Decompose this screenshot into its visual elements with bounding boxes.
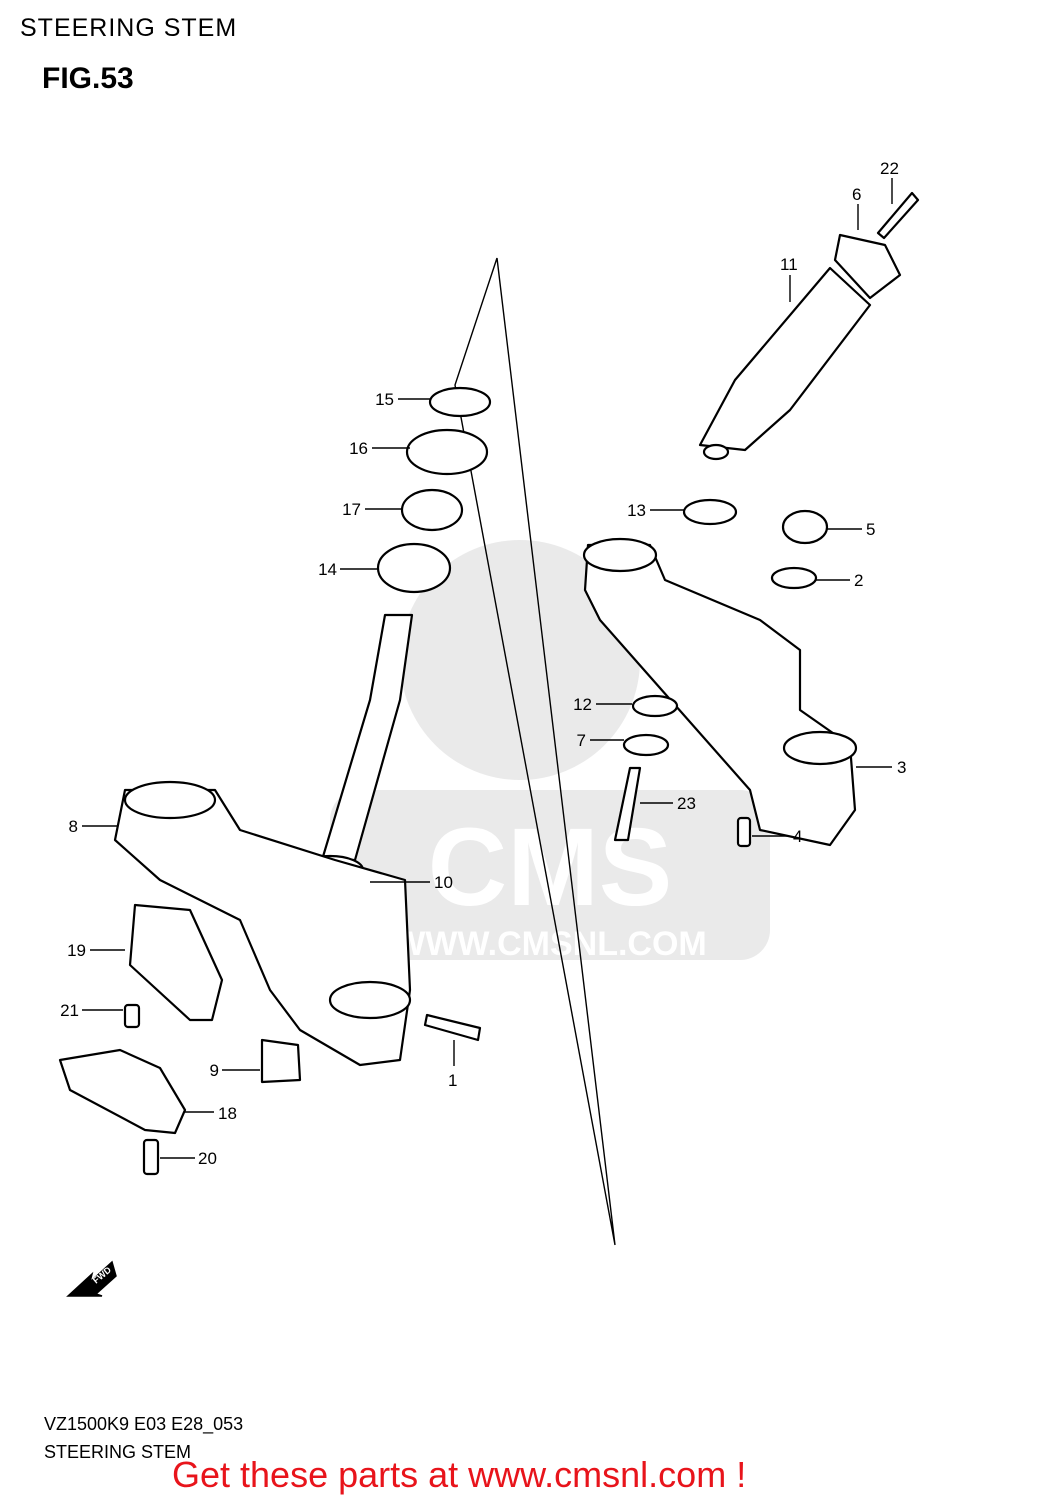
part-12-washer[interactable] (631, 694, 679, 718)
callout-18: 18 (218, 1104, 237, 1123)
arrow-down-left-icon (66, 1260, 117, 1297)
part-18-lock[interactable] (58, 1048, 187, 1135)
callout-8: 8 (69, 817, 78, 836)
part-1-bolt[interactable] (423, 1013, 482, 1042)
part-15-locknut[interactable] (428, 386, 492, 418)
callout-22: 22 (880, 159, 899, 178)
part-4-bolt[interactable] (736, 816, 752, 848)
part-16-dust-seal[interactable] (405, 428, 489, 476)
fwd-direction-badge: FWD (66, 1260, 117, 1297)
watermark-plate (330, 790, 770, 960)
page-title: STEERING STEM (20, 14, 238, 42)
watermark-url: WWW.CMSNL.COM (393, 925, 707, 963)
callout-23: 23 (677, 794, 696, 813)
callout-12: 12 (573, 695, 592, 714)
callout-14: 14 (318, 560, 337, 579)
part-14-bearing-race[interactable] (376, 542, 452, 594)
callout-11: 11 (780, 255, 798, 274)
part-11-cover[interactable] (698, 266, 872, 452)
upper-bracket-fork-hole-left (582, 537, 658, 573)
part-23-bolt[interactable] (613, 766, 642, 842)
callout-7: 7 (577, 731, 586, 750)
part-21-bolt[interactable] (123, 1003, 141, 1029)
part-6-cap[interactable] (833, 233, 902, 300)
callout-21: 21 (60, 1001, 79, 1020)
part-19-holder[interactable] (128, 903, 224, 1022)
part-22-bolt[interactable] (876, 191, 920, 240)
callout-6: 6 (852, 185, 861, 204)
callout-9: 9 (210, 1061, 219, 1080)
callout-5: 5 (866, 520, 875, 539)
callout-17: 17 (342, 500, 361, 519)
callout-20: 20 (198, 1149, 217, 1168)
callout-4: 4 (793, 827, 802, 846)
callout-16: 16 (349, 439, 368, 458)
callout-19: 19 (67, 941, 86, 960)
callout-1: 1 (448, 1071, 457, 1090)
part-9-bushing[interactable] (260, 1038, 302, 1084)
leader-lines (82, 178, 893, 1159)
callout-10: 10 (434, 873, 453, 892)
cta-link[interactable]: Get these parts at www.cmsnl.com ! (172, 1454, 747, 1495)
callout-2: 2 (854, 571, 863, 590)
part-washer[interactable] (702, 443, 730, 461)
callout-labels: 15 16 17 14 8 19 21 9 18 20 1 10 13 12 7… (60, 159, 906, 1168)
part-5-cap[interactable] (781, 509, 829, 545)
part-7-washer[interactable] (622, 733, 670, 757)
watermark-brand: CMS (428, 806, 672, 929)
callout-3: 3 (897, 758, 906, 777)
upper-bracket-fork-hole-right (782, 730, 858, 766)
lower-bracket-fork-hole-right (328, 980, 412, 1020)
upper-bearing-stack (376, 386, 492, 594)
callout-13: 13 (627, 501, 646, 520)
callout-15: 15 (375, 390, 394, 409)
part-3-upper-bracket[interactable] (583, 543, 857, 847)
model-code: VZ1500K9 E03 E28_053 (44, 1414, 244, 1434)
part-17-bearing[interactable] (400, 488, 464, 532)
part-13-plate[interactable] (682, 498, 738, 526)
section-name: STEERING STEM (44, 1442, 192, 1462)
figure-number: FIG.53 (42, 62, 134, 95)
watermark-face-icon (400, 540, 640, 780)
part-20-bolt[interactable] (142, 1138, 160, 1176)
projection-lines (454, 257, 616, 1246)
watermark: CMS WWW.CMSNL.COM (330, 540, 770, 963)
part-2-washer[interactable] (770, 566, 818, 590)
lower-bracket-fork-hole-left (123, 780, 217, 820)
